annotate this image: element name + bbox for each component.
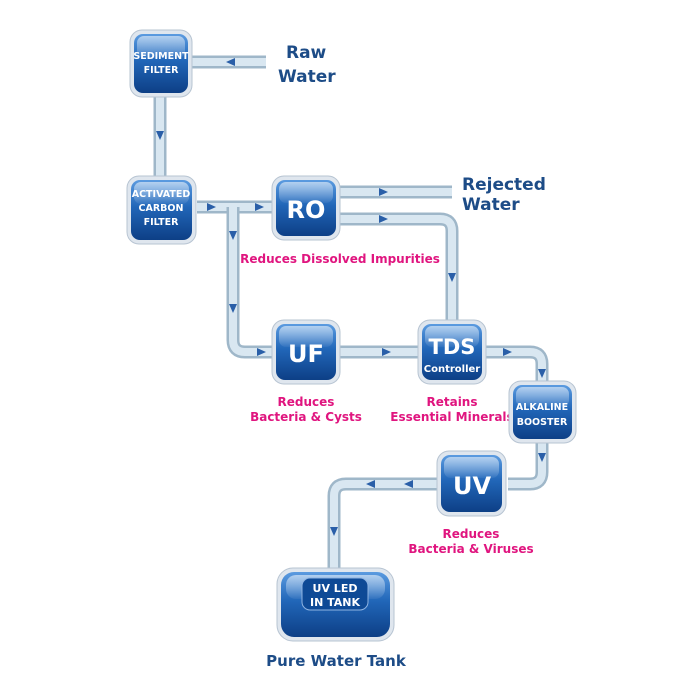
arrow-right-icon bbox=[503, 348, 512, 356]
pipe-tds-to-alkaline bbox=[484, 345, 549, 383]
tank-caption: Pure Water Tank bbox=[266, 652, 407, 670]
uf-stage: UF bbox=[271, 319, 341, 385]
arrow-right-icon bbox=[379, 215, 388, 223]
tank-label-line2: IN TANK bbox=[310, 596, 360, 609]
carbon-label-line3: FILTER bbox=[144, 217, 179, 228]
uf-note-line1: Reduces bbox=[278, 395, 335, 409]
arrow-down-icon bbox=[538, 369, 546, 378]
arrow-left-icon bbox=[404, 480, 413, 488]
tds-sublabel: Controller bbox=[424, 364, 481, 375]
pure-water-tank: UV LED IN TANK bbox=[276, 567, 395, 642]
arrow-left-icon bbox=[226, 58, 235, 66]
arrow-down-icon bbox=[156, 131, 164, 140]
alkaline-label-line2: BOOSTER bbox=[517, 417, 568, 428]
svg-text:Water: Water bbox=[462, 195, 520, 215]
arrow-right-icon bbox=[207, 203, 216, 211]
pipe-alkaline-to-uv bbox=[508, 442, 549, 491]
svg-text:Water: Water bbox=[278, 67, 336, 87]
alkaline-booster-stage: ALKALINE BOOSTER bbox=[508, 380, 577, 444]
raw-water-label: Raw Water bbox=[278, 43, 336, 87]
uv-note-line1: Reduces bbox=[443, 527, 500, 541]
tds-controller-stage: TDS Controller bbox=[417, 319, 487, 385]
ro-note: Reduces Dissolved Impurities bbox=[240, 252, 440, 266]
arrow-right-icon bbox=[382, 348, 391, 356]
uv-note-line2: Bacteria & Viruses bbox=[408, 542, 533, 556]
sediment-label-line2: FILTER bbox=[144, 65, 179, 76]
tds-note-line2: Essential Minerals bbox=[390, 410, 513, 424]
arrow-down-icon bbox=[538, 453, 546, 462]
ro-label: RO bbox=[287, 196, 326, 224]
arrow-down-icon bbox=[229, 304, 237, 313]
arrow-down-icon bbox=[448, 273, 456, 282]
svg-text:Rejected: Rejected bbox=[462, 175, 546, 195]
arrow-down-icon bbox=[229, 231, 237, 240]
pipe-ro-to-tds bbox=[340, 212, 459, 322]
pipe-branch-to-uf bbox=[226, 207, 274, 359]
uv-label: UV bbox=[453, 472, 491, 500]
carbon-label-line2: CARBON bbox=[139, 203, 184, 214]
tds-label: TDS bbox=[429, 335, 476, 359]
flow-arrows bbox=[156, 58, 546, 536]
arrow-down-icon bbox=[330, 527, 338, 536]
ro-stage: RO bbox=[271, 175, 341, 241]
activated-carbon-filter-stage: ACTIVATED CARBON FILTER bbox=[126, 175, 197, 245]
svg-text:Raw: Raw bbox=[286, 43, 327, 63]
uf-label: UF bbox=[288, 340, 324, 368]
tds-note-line1: Retains bbox=[426, 395, 477, 409]
uv-stage: UV bbox=[436, 450, 507, 517]
sediment-label-line1: SEDIMENT bbox=[133, 51, 189, 62]
arrow-left-icon bbox=[366, 480, 375, 488]
sediment-filter-stage: SEDIMENT FILTER bbox=[129, 29, 193, 98]
carbon-label-line1: ACTIVATED bbox=[132, 189, 191, 200]
arrow-right-icon bbox=[255, 203, 264, 211]
alkaline-label-line1: ALKALINE bbox=[516, 402, 568, 413]
uf-note-line2: Bacteria & Cysts bbox=[250, 410, 362, 424]
arrow-right-icon bbox=[257, 348, 266, 356]
rejected-water-label: Rejected Water bbox=[462, 175, 546, 215]
arrow-right-icon bbox=[379, 188, 388, 196]
pipe-uv-to-tank bbox=[327, 477, 440, 573]
tank-label-line1: UV LED bbox=[313, 582, 358, 595]
